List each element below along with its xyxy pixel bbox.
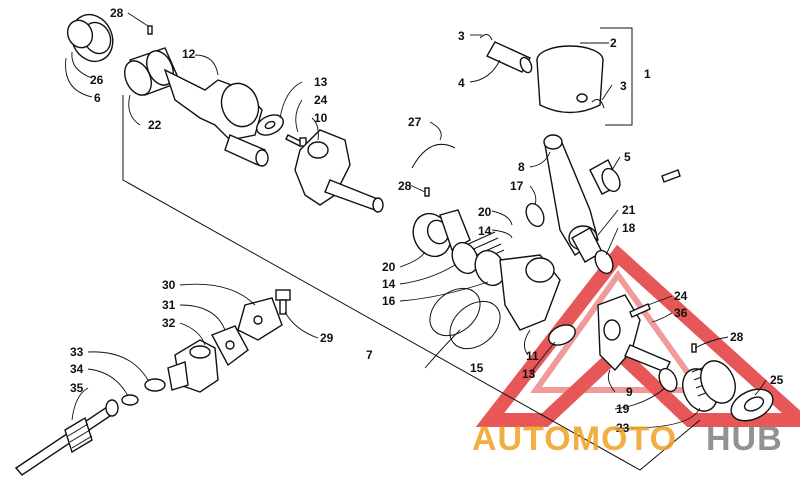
assembly-bracket-lines bbox=[122, 95, 701, 471]
part-screw bbox=[285, 134, 307, 147]
part-screw bbox=[629, 303, 651, 318]
part-end-seal bbox=[730, 388, 774, 422]
part-cover-plate bbox=[237, 297, 283, 341]
callout-label: 14 bbox=[382, 277, 396, 291]
callout-label: 12 bbox=[182, 47, 196, 61]
part-crank-half-right bbox=[294, 129, 384, 213]
callout-label: 21 bbox=[622, 203, 636, 217]
callout-label: 34 bbox=[70, 362, 84, 376]
part-o-ring bbox=[121, 394, 139, 406]
callout-label: 2 bbox=[610, 36, 617, 50]
part-spring-seal bbox=[451, 231, 505, 275]
callout-label: 24 bbox=[674, 289, 688, 303]
part-pump-housing bbox=[167, 339, 219, 393]
callout-label: 20 bbox=[478, 205, 492, 219]
part-washer bbox=[256, 114, 284, 136]
callout-label: 23 bbox=[616, 421, 630, 435]
callout-label: 5 bbox=[624, 150, 631, 164]
callout-label: 31 bbox=[162, 298, 176, 312]
part-end-bearing bbox=[682, 360, 736, 412]
callout-labels: 28 26 6 22 12 13 24 10 2 3 4 3 1 27 28 8… bbox=[70, 6, 784, 435]
part-circlip bbox=[411, 143, 456, 169]
callout-label: 6 bbox=[94, 91, 101, 105]
part-wrist-pin bbox=[486, 41, 533, 74]
callout-label: 32 bbox=[162, 316, 176, 330]
callout-label: 11 bbox=[526, 349, 539, 363]
part-crank-half-left bbox=[163, 68, 269, 167]
part-washer bbox=[548, 324, 576, 346]
part-piston bbox=[536, 45, 604, 114]
callout-label: 10 bbox=[314, 111, 328, 125]
watermark-text-part1: AUTOMOTO bbox=[472, 420, 677, 458]
callout-label: 17 bbox=[510, 179, 524, 193]
callout-label: 29 bbox=[320, 331, 334, 345]
part-bolt bbox=[275, 289, 291, 315]
part-piston-rings bbox=[429, 287, 501, 350]
callout-label: 28 bbox=[398, 179, 412, 193]
part-pin bbox=[147, 25, 153, 35]
callout-label: 3 bbox=[458, 29, 465, 43]
leader-lines bbox=[65, 12, 767, 429]
watermark-text-part2: HUB bbox=[706, 420, 783, 458]
part-gasket bbox=[211, 325, 249, 367]
part-key bbox=[661, 169, 681, 183]
callout-label: 30 bbox=[162, 278, 176, 292]
callout-label: 26 bbox=[90, 73, 104, 87]
part-thrust-washer bbox=[525, 202, 545, 228]
callout-label: 3 bbox=[620, 79, 627, 93]
callout-label: 25 bbox=[770, 373, 784, 387]
part-o-ring bbox=[144, 378, 166, 392]
part-clip bbox=[479, 34, 493, 41]
callout-label: 13 bbox=[314, 75, 328, 89]
callout-label: 28 bbox=[730, 330, 744, 344]
callout-label: 7 bbox=[366, 348, 373, 362]
callout-label: 22 bbox=[148, 118, 162, 132]
callout-label: 19 bbox=[616, 402, 630, 416]
callout-label: 13 bbox=[522, 367, 536, 381]
part-main-bearing bbox=[412, 209, 471, 258]
callout-label: 28 bbox=[110, 6, 124, 20]
part-group-bracket bbox=[600, 27, 633, 126]
callout-label: 8 bbox=[518, 160, 525, 174]
callout-label: 36 bbox=[674, 306, 688, 320]
callout-label: 20 bbox=[382, 260, 396, 274]
callout-label: 18 bbox=[622, 221, 636, 235]
part-drive-shaft bbox=[14, 399, 119, 476]
callout-label: 9 bbox=[626, 385, 633, 399]
callout-label: 24 bbox=[314, 93, 328, 107]
part-end-crank bbox=[597, 294, 671, 373]
callout-label: 16 bbox=[382, 294, 396, 308]
part-crankpin-washer bbox=[594, 249, 614, 275]
watermark-text: AUTOMOTO HUB bbox=[472, 420, 783, 458]
part-clip bbox=[591, 99, 605, 109]
callout-label: 27 bbox=[408, 115, 422, 129]
part-center-crank bbox=[499, 254, 561, 331]
part-pin bbox=[691, 343, 697, 353]
callout-label: 14 bbox=[478, 224, 492, 238]
callout-label: 4 bbox=[458, 76, 465, 90]
part-seal bbox=[658, 367, 678, 393]
callout-label: 1 bbox=[644, 67, 651, 81]
callout-label: 33 bbox=[70, 345, 84, 359]
part-pin bbox=[424, 187, 430, 197]
callout-label: 35 bbox=[70, 381, 84, 395]
callout-label: 15 bbox=[470, 361, 484, 375]
part-seal bbox=[66, 13, 114, 63]
part-needle-bearing bbox=[589, 159, 621, 195]
